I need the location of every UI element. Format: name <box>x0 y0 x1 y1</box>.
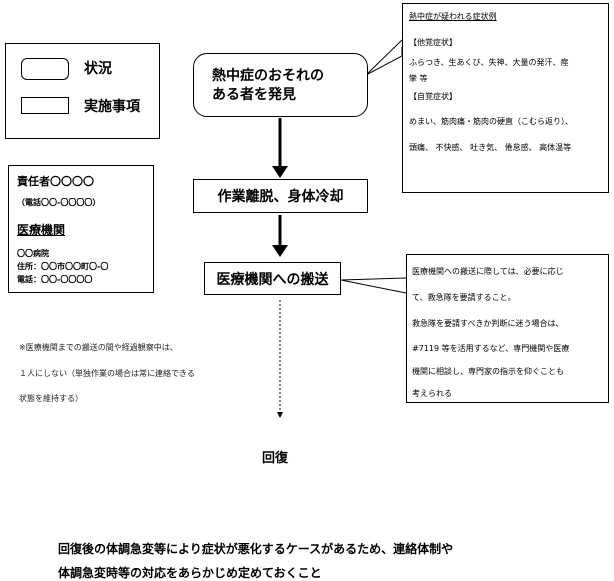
footer-line1: 回復後の体調急変等により症状が悪化するケースがあるため、連絡体制や <box>58 542 454 556</box>
legend-action-label: 実施事項 <box>84 99 140 115</box>
arrowhead-2 <box>272 245 288 257</box>
transport-note-line5: 機関に相談し、専門家の指示を仰ぐことも <box>412 367 564 376</box>
footer-line2: 体調急変時等の対応をあらかじめ定めておくこと <box>58 566 322 580</box>
transport-note-line3: 救急隊を要請すべきか判断に迷う場合は、 <box>412 319 564 328</box>
hospital-address: 住所：〇〇市〇〇町〇-〇 <box>17 262 109 271</box>
self-symptoms-line1: めまい、筋肉痛・筋肉の硬直（こむら返り）、 <box>409 117 573 126</box>
transport-note-line4: #7119 等を活用するなど、専門機関や医療 <box>412 344 570 353</box>
node-cooling: 作業離脱、身体冷却 <box>193 179 368 213</box>
legend-situation-shape <box>21 58 69 80</box>
node-transport: 医療機関への搬送 <box>204 262 341 295</box>
transport-note-line2: て、救急隊を要請すること。 <box>412 293 516 302</box>
symptoms-title: 熱中症が疑われる症状例 <box>409 12 497 21</box>
transport-note-callout: 医療機関への搬送に際しては、必要に応じ て、救急隊を要請すること。 救急隊を要請… <box>406 254 609 403</box>
pointer-to-transport-note <box>340 279 407 294</box>
legend-action-shape <box>21 97 69 114</box>
other-symptoms-line2: 攣 等 <box>409 74 428 83</box>
transport-note-line1: 医療機関への搬送に際しては、必要に応じ <box>412 267 564 276</box>
other-symptoms-line1: ふらつき、生あくび、失神、大量の発汗、痙 <box>409 58 569 67</box>
node-discovery-text: 熱中症のおそれの ある者を発見 <box>212 68 324 103</box>
other-symptoms-header: 【他覚症状】 <box>409 38 457 47</box>
medical-institution-title: 医療機関 <box>17 223 66 237</box>
hospital-name: 〇〇病院 <box>17 249 49 258</box>
pointer-to-symptoms <box>365 47 403 76</box>
self-symptoms-header: 【自覚症状】 <box>409 92 457 101</box>
self-symptoms-line2: 頭痛、 不快感、 吐き気、 倦怠感、 高体温等 <box>409 143 572 152</box>
legend-situation-label: 状況 <box>84 61 112 77</box>
transport-note-line6: 考えられる <box>412 389 452 398</box>
side-note-line3: 状態を維持する） <box>19 394 83 403</box>
arrowhead-1 <box>272 166 288 178</box>
node-discovery: 熱中症のおそれの ある者を発見 <box>193 53 368 117</box>
side-note-line1: ※医療機関までの搬送の間や経過観察中は、 <box>19 343 178 352</box>
responsible-person: 責任者〇〇〇〇 <box>17 175 94 188</box>
legend: 状況 実施事項 <box>5 43 160 139</box>
hospital-phone: 電話：〇〇-〇〇〇〇 <box>17 275 93 284</box>
outcome-recovery: 回復 <box>262 451 289 466</box>
side-note-line2: １人にしない（単独作業の場合は常に連絡できる <box>19 369 195 378</box>
symptoms-callout: 熱中症が疑われる症状例 【他覚症状】 ふらつき、生あくび、失神、大量の発汗、痙 … <box>402 3 609 193</box>
contacts-box: 責任者〇〇〇〇 （電話〇〇-〇〇〇〇） 医療機関 〇〇病院 住所：〇〇市〇〇町〇… <box>8 165 154 293</box>
responsible-phone: （電話〇〇-〇〇〇〇） <box>17 198 101 207</box>
arrowhead-3 <box>277 412 283 418</box>
